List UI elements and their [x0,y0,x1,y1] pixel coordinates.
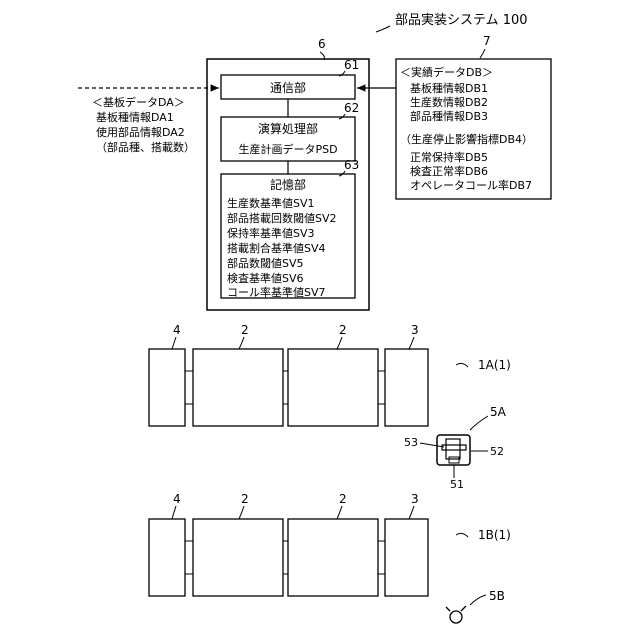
machine-ref: 4 [173,323,181,337]
storage-unit-label: 記憶部 [270,177,306,192]
results-db-title: ＜実績データDB＞ [400,65,493,79]
machine-connector [185,541,193,574]
machine-connector [378,371,385,404]
system-leader-line [376,26,390,32]
production-line-1b: 4 2 2 3 1B(1) [149,492,511,596]
comm-unit-label: 通信部 [270,80,306,95]
operator-tray [446,439,460,459]
comm-unit-ref: 61 [344,58,359,72]
operator-b-marker [450,611,462,623]
operator-b-label: 5B [489,589,505,603]
storage-item: 検査基準値SV6 [227,271,304,285]
results-db-subline: 正常保持率DB5 [410,150,488,164]
machine-box [385,349,428,426]
board-data-line: （部品種、搭載数） [96,140,195,154]
results-db-subtitle: （生産停止影響指標DB4） [400,132,533,146]
line-label-leader [456,363,468,367]
results-db-subline: 検査正常率DB6 [410,164,488,178]
machine-ref-leader [409,506,414,519]
machine-ref: 2 [339,492,347,506]
operator-b-leader [470,595,486,605]
results-db-text: ＜実績データDB＞ 基板種情報DB1 生産数情報DB2 部品種情報DB3 （生産… [400,65,533,192]
db-box-ref-leader [480,49,485,58]
machine-ref: 2 [241,323,249,337]
operator-ref: 52 [490,445,504,458]
results-db-subline: オペレータコール率DB7 [410,178,532,192]
machine-connector [283,541,288,574]
storage-item: 搭載割合基準値SV4 [227,241,326,255]
machine-ref: 2 [241,492,249,506]
machine-ref: 3 [411,492,419,506]
machine-ref: 4 [173,492,181,506]
machine-box [149,349,185,426]
storage-item: 保持率基準値SV3 [227,226,315,240]
operator-base [449,457,459,463]
results-db-line: 基板種情報DB1 [410,81,488,95]
machine-box [193,519,283,596]
operator-5b: 5B [446,589,505,623]
machine-ref-leader [239,506,244,519]
machine-ref: 3 [411,323,419,337]
results-db-line: 部品種情報DB3 [410,109,488,123]
line-label-leader [456,533,468,537]
machine-box [193,349,283,426]
storage-item: 部品搭載回数閾値SV2 [227,211,337,225]
machine-ref-leader [239,337,244,349]
machine-connector [283,371,288,404]
machine-box [149,519,185,596]
storage-unit-ref: 63 [344,158,359,172]
storage-items: 生産数基準値SV1 部品搭載回数閾値SV2 保持率基準値SV3 搭載割合基準値S… [227,196,337,299]
device-ref: 6 [318,37,326,51]
machine-ref-leader [172,506,176,519]
proc-unit-sub: 生産計画データPSD [238,142,337,156]
machine-connector [378,541,385,574]
line-label: 1B(1) [478,528,511,542]
operator-b-stroke [446,607,450,611]
production-line-1a: 4 2 2 3 1A(1) [149,323,511,426]
machine-ref-leader [409,337,414,349]
storage-item: 生産数基準値SV1 [227,196,315,210]
system-title: 部品実装システム 100 [395,12,528,28]
board-data-block: ＜基板データDA＞ 基板種情報DA1 使用部品情報DA2 （部品種、搭載数） [92,95,195,154]
machine-box [288,349,378,426]
operator-ref-leader [420,443,444,447]
proc-unit-label: 演算処理部 [258,121,318,136]
db-box-ref: 7 [483,34,491,48]
operator-b-stroke [461,606,466,611]
machine-ref-leader [337,337,342,349]
operator-ref: 51 [450,478,464,491]
machine-ref-leader [172,337,176,349]
proc-unit-ref: 62 [344,101,359,115]
operator-5a: 5A 53 52 51 [404,405,507,491]
storage-item: 部品数閾値SV5 [227,256,304,270]
results-db-line: 生産数情報DB2 [410,95,488,109]
storage-item: コール率基準値SV7 [227,285,326,299]
operator-ref: 53 [404,436,418,449]
board-data-title: ＜基板データDA＞ [92,95,185,109]
machine-box [385,519,428,596]
machine-box [288,519,378,596]
board-data-line: 使用部品情報DA2 [96,125,185,139]
machine-ref-leader [337,506,342,519]
results-db-box [396,59,551,199]
operator-label: 5A [490,405,507,419]
operator-label-leader [470,416,488,430]
board-data-line: 基板種情報DA1 [96,110,174,124]
line-label: 1A(1) [478,358,511,372]
machine-connector [185,371,193,404]
machine-ref: 2 [339,323,347,337]
